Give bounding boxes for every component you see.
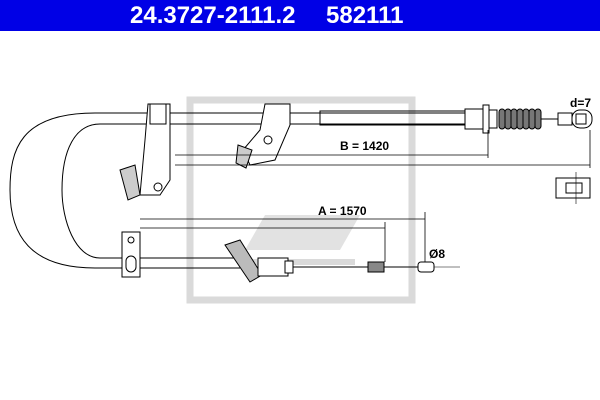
top-end-fitting — [464, 104, 593, 134]
part-number: 24.3727-2111.2 — [130, 2, 296, 29]
end-diameter-label: Ø8 — [429, 247, 445, 261]
dimension-lines — [140, 130, 591, 262]
eye-diameter-label: d=7 — [570, 96, 591, 110]
cable-sheath — [9, 112, 480, 269]
bottom-end-fitting — [224, 239, 460, 283]
dimension-b-label: B = 1420 — [340, 139, 389, 153]
dimension-a-label: A = 1570 — [318, 204, 367, 218]
title-bar: 24.3727-2111.2 582111 — [0, 0, 600, 31]
ate-watermark — [186, 96, 416, 304]
eye-end-view — [555, 172, 591, 204]
reference-number: 582111 — [326, 2, 404, 29]
mounting-brackets — [119, 103, 291, 278]
